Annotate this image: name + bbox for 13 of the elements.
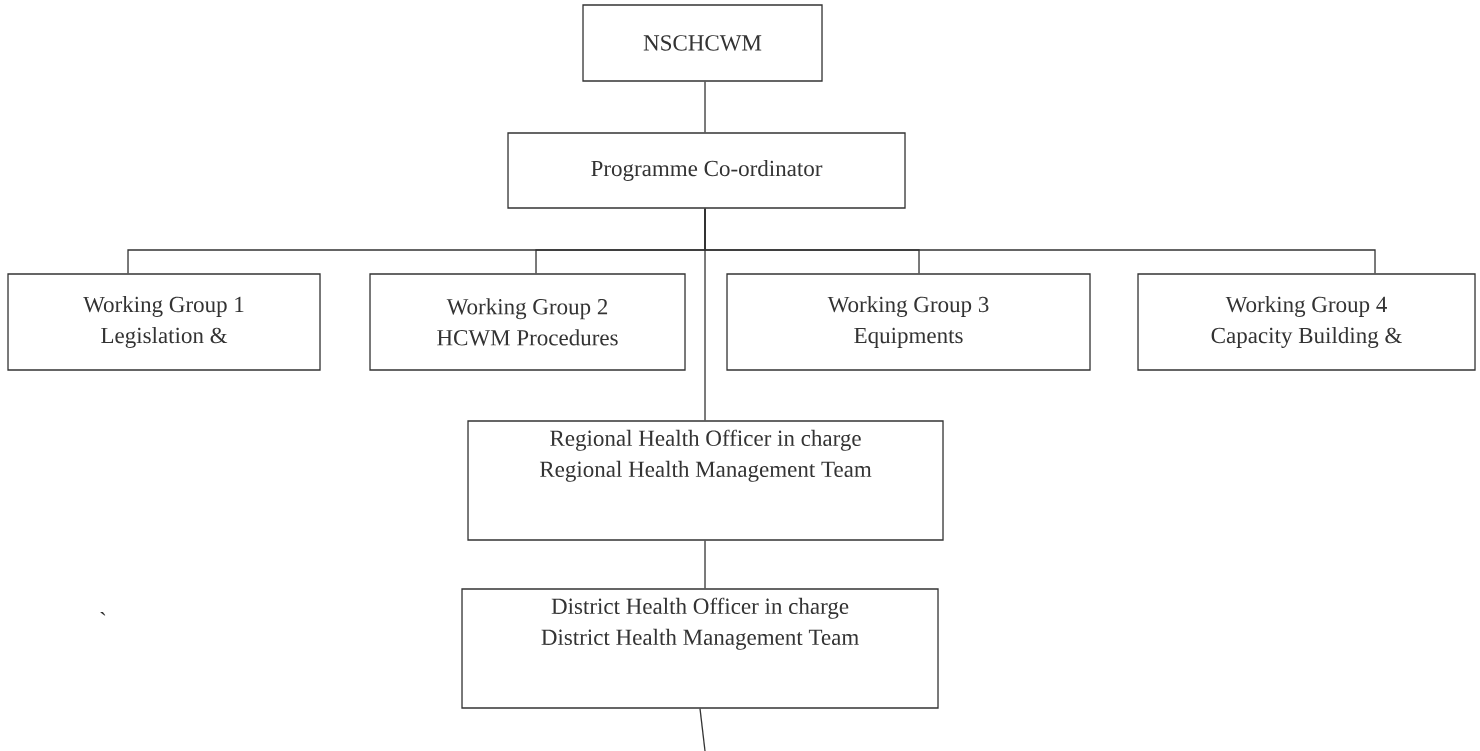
org-box: Working Group 2 HCWM Procedures bbox=[369, 273, 686, 371]
connector-line bbox=[704, 208, 706, 421]
org-box: Programme Co-ordinator bbox=[507, 132, 906, 209]
org-box: NSCHCWM bbox=[582, 4, 823, 82]
org-box: Working Group 1 Legislation & bbox=[7, 273, 321, 371]
note-text: ` bbox=[100, 612, 106, 616]
org-box: Working Group 4 Capacity Building & bbox=[1137, 273, 1476, 371]
connector-line bbox=[704, 81, 706, 133]
org-box: Working Group 3 Equipments bbox=[726, 273, 1091, 371]
connector-line bbox=[704, 540, 706, 589]
org-box: District Health Officer in charge District Health Management Team bbox=[461, 588, 939, 709]
connector-line bbox=[699, 708, 706, 751]
org-box: Regional Health Officer in charge Regional Health Management Team bbox=[467, 420, 944, 541]
